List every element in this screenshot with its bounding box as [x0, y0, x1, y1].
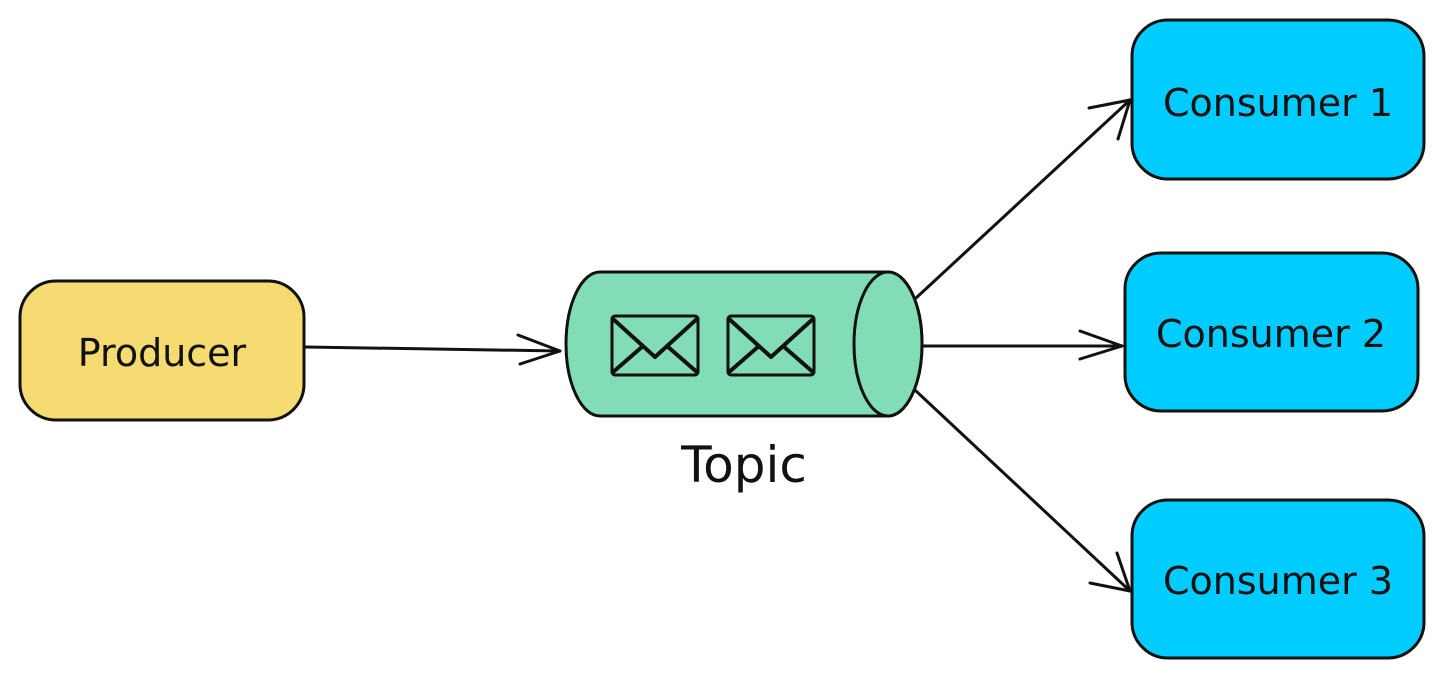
consumer-label-2: Consumer 2 [1156, 312, 1386, 356]
consumer-node-2: Consumer 2 [1123, 251, 1420, 413]
topic-cylinder-end [852, 270, 924, 418]
topic-node: Topic [564, 270, 924, 494]
envelope-icon [726, 314, 816, 377]
consumer-label-1: Consumer 1 [1163, 81, 1393, 125]
consumer-node-3: Consumer 3 [1130, 498, 1426, 660]
edge-topic-consumer-2 [920, 329, 1124, 361]
consumer-box-2 [1123, 251, 1420, 413]
consumer-box-3 [1130, 498, 1426, 660]
producer-box [18, 279, 306, 422]
consumer-label-3: Consumer 3 [1163, 559, 1393, 603]
topic-label: Topic [680, 436, 807, 494]
producer-node: Producer [18, 279, 306, 422]
consumer-node-1: Consumer 1 [1130, 18, 1426, 181]
envelope-icon [610, 314, 700, 377]
edge-topic-consumer-1 [914, 98, 1132, 300]
edge-topic-consumer-3 [914, 389, 1132, 593]
edge-producer-topic [304, 333, 562, 366]
producer-label: Producer [78, 331, 247, 375]
consumer-box-1 [1130, 18, 1426, 181]
